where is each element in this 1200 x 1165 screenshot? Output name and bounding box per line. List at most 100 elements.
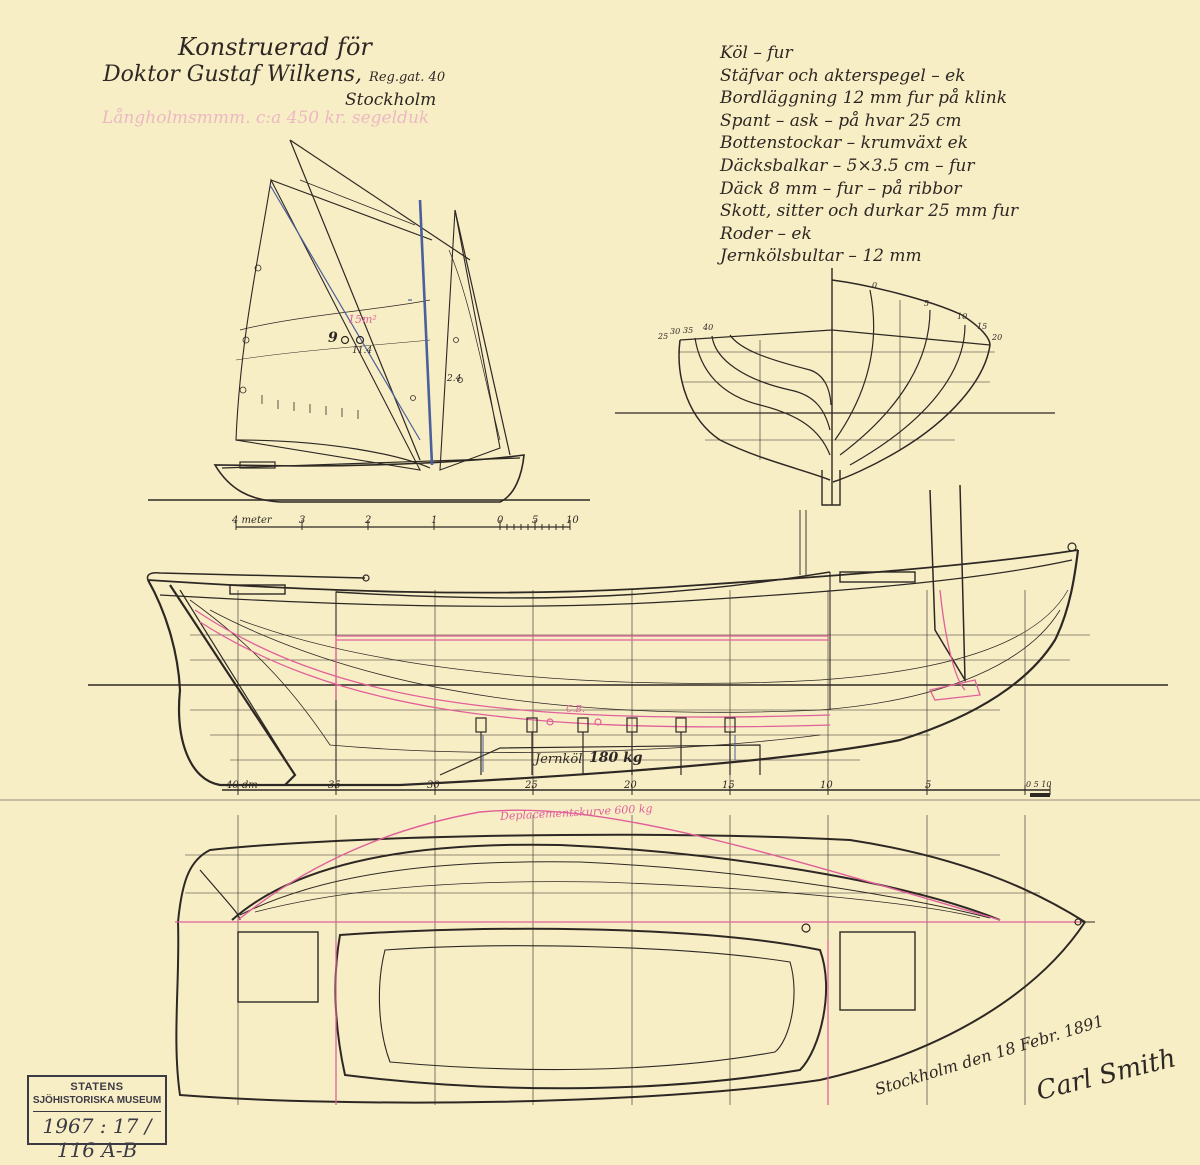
stamp-line3: 1967 : 17 / 116 A-B xyxy=(33,1111,161,1162)
mast xyxy=(418,199,434,466)
main-reef xyxy=(239,299,431,331)
dm-scale-label: 40 dm xyxy=(226,780,258,791)
profile-view xyxy=(88,484,1168,797)
title-line3: Stockholm xyxy=(345,90,437,110)
plan-waterline-outer xyxy=(231,843,1001,921)
scale-tick-label: 10 xyxy=(566,515,579,526)
spec-item: Bordläggning 12 mm fur på klink xyxy=(720,88,1007,109)
scale-tick-label: 0 xyxy=(497,515,504,526)
body-plan-grid xyxy=(678,300,995,460)
sail-side-label: 2.4 xyxy=(447,374,462,384)
plan-fore-hatch xyxy=(839,931,916,1011)
reef-points xyxy=(261,395,359,419)
scale-tick-label: 3 xyxy=(299,515,306,526)
sail-plan-hatch xyxy=(239,461,276,469)
profile-sheer xyxy=(147,549,1079,594)
dm-scale-label: 25 xyxy=(525,780,538,791)
topsail-sheet xyxy=(299,179,416,226)
cb-label: C.B. xyxy=(566,705,585,715)
spec-item: Roder – ek xyxy=(720,223,812,244)
sail-plan-sheer xyxy=(221,457,521,469)
title-line1: Konstruerad för xyxy=(178,33,372,61)
cg-label-b: 11.4 xyxy=(352,346,373,356)
dm-scale-label: 30 xyxy=(427,780,440,791)
section-label: 15 xyxy=(977,322,988,331)
specification-list: Köl – fur Stäfvar och akterspegel – ek B… xyxy=(720,42,1018,268)
section-5 xyxy=(834,289,875,441)
spec-item: Spant – ask – på hvar 25 cm xyxy=(720,110,962,131)
stemhead xyxy=(1067,542,1077,552)
scale-tick-label: 4 meter xyxy=(232,515,272,526)
plan-grid xyxy=(185,815,1040,1105)
body-plan-keel xyxy=(821,470,841,506)
sail-cg-marker xyxy=(340,335,350,345)
profile-mast xyxy=(929,484,966,683)
client-address: Reg.gat. 40 xyxy=(369,70,446,85)
blue-stay xyxy=(269,184,421,441)
mainsail xyxy=(235,178,421,471)
iron-keel-weight: 180 kg xyxy=(589,750,643,766)
profile-hull-outline xyxy=(147,549,1080,787)
pink-structure xyxy=(194,589,981,728)
plan-waterline-3 xyxy=(254,881,981,919)
dm-scale-label: 0 5 10 xyxy=(1026,780,1052,789)
iron-keel-label: Jernköl xyxy=(535,752,583,767)
dm-scale-label: 20 xyxy=(624,780,637,791)
gaff xyxy=(270,179,433,241)
buttock-3 xyxy=(239,589,1069,684)
jib-leech xyxy=(448,249,501,441)
stamp-line2: SJÖHISTORISKA MUSEUM xyxy=(32,1095,162,1106)
mast-hoops xyxy=(239,264,463,401)
spec-item: Köl – fur xyxy=(720,43,793,63)
plan-view xyxy=(0,799,1200,1105)
plan-mast-step xyxy=(801,923,811,933)
plan-deck-outline-bottom xyxy=(175,921,1086,1104)
stamp-line1: STATENS xyxy=(70,1081,124,1093)
main-boom xyxy=(235,439,431,469)
section-label: 40 xyxy=(703,323,714,332)
section-label: 0 xyxy=(872,281,878,290)
sail-area-label: 15m² xyxy=(348,313,377,326)
section-10 xyxy=(839,309,931,456)
section-15 xyxy=(849,324,966,466)
cb-marker xyxy=(546,718,554,726)
profile-mast-stump xyxy=(799,510,807,575)
gaff-vang xyxy=(289,139,421,461)
plan-waterline-2 xyxy=(239,861,991,919)
spec-item: Bottenstockar – krumväxt ek xyxy=(720,133,969,154)
cb-marker-2 xyxy=(594,718,602,726)
section-label: 25 xyxy=(658,332,669,341)
section-40 xyxy=(729,334,832,406)
forestay xyxy=(454,209,511,456)
plan-transom xyxy=(199,869,241,921)
buttock-2 xyxy=(209,609,1061,713)
sail-ce-marker xyxy=(355,335,365,345)
sail-plan xyxy=(148,139,590,530)
cockpit-coaming xyxy=(335,571,831,599)
title-line2: Doktor Gustaf Wilkens, Reg.gat. 40 xyxy=(103,62,445,87)
spec-item: Däcksbalkar – 5×3.5 cm – fur xyxy=(720,155,975,176)
dm-scale-label: 10 xyxy=(820,780,833,791)
displacement-curve xyxy=(237,809,1001,921)
spec-item: Skott, sitter och durkar 25 mm fur xyxy=(720,201,1019,222)
pink-note: Långholmsmmm. c:a 450 kr. segelduk xyxy=(102,108,430,128)
scale-tick-label: 2 xyxy=(365,515,372,526)
scale-tick-label: 5 xyxy=(532,515,539,526)
keel-bolts xyxy=(475,717,736,775)
aft-hatch xyxy=(229,584,286,595)
museum-stamp: STATENS SJÖHISTORISKA MUSEUM 1967 : 17 /… xyxy=(27,1075,167,1162)
section-label: 35 xyxy=(683,326,694,335)
sail-plan-hull xyxy=(213,454,525,503)
spec-item: Däck 8 mm – fur – på ribbor xyxy=(720,178,962,199)
section-label: 20 xyxy=(992,333,1003,342)
plan-deck-outline-top xyxy=(177,833,1086,923)
keel-bolt-blue xyxy=(482,735,736,772)
body-plan-deckline xyxy=(679,329,991,346)
section-label: 30 xyxy=(670,327,681,336)
body-plan xyxy=(615,268,1055,506)
tiller-knob xyxy=(362,574,370,582)
spec-item: Jernkölsbultar – 12 mm xyxy=(720,246,922,267)
cockpit-outline xyxy=(334,927,828,1090)
dm-scale-label: 5 xyxy=(925,780,932,791)
